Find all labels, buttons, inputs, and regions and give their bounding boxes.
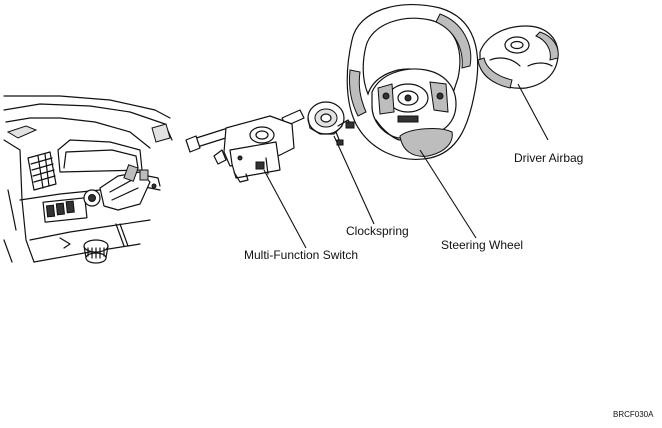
leader-lines — [263, 83, 549, 249]
switch-panel — [42, 197, 88, 223]
leader-driver-airbag — [517, 83, 549, 141]
label-multi-function-switch: Multi-Function Switch — [244, 248, 359, 262]
steering-wheel-illustration — [346, 4, 479, 160]
leader-clockspring — [333, 135, 375, 225]
air-vent-left — [27, 151, 57, 191]
label-clockspring: Clockspring — [346, 224, 409, 238]
driver-airbag-illustration — [477, 25, 559, 89]
leader-multi-function-switch — [263, 169, 307, 249]
figure-code: BRCF030A — [613, 410, 654, 419]
clockspring-illustration — [307, 101, 355, 146]
leader-steering-wheel — [419, 149, 477, 239]
multi-function-switch-illustration — [185, 109, 305, 183]
lower-knob — [83, 239, 109, 264]
dashboard-illustration — [3, 95, 173, 264]
label-driver-airbag: Driver Airbag — [514, 151, 584, 165]
label-steering-wheel: Steering Wheel — [441, 238, 524, 252]
steering-column-mount — [83, 164, 161, 247]
